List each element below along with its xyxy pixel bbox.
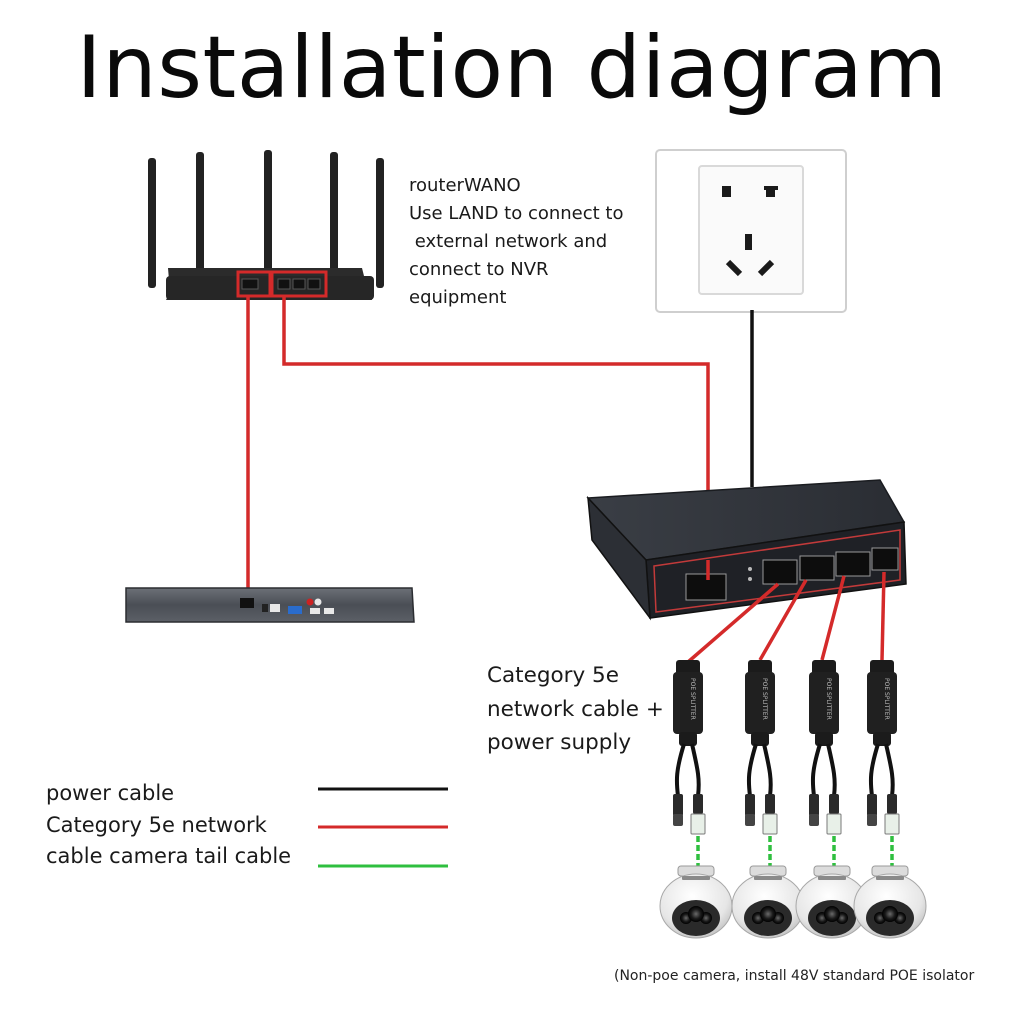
legend-power-cable: power cable — [46, 781, 175, 805]
splitter-camera-unit: POE SPLITTER — [795, 660, 869, 939]
splitter-tail-wires — [745, 743, 778, 835]
dome-camera — [795, 865, 869, 939]
poe-splitter: POE SPLITTER — [867, 660, 897, 746]
router-note-line: routerWANO — [409, 175, 521, 196]
poe-switch — [586, 479, 907, 621]
router-note-line: connect to NVR — [409, 259, 549, 280]
splitter-tail-wires — [673, 743, 706, 835]
splitter-label: POE SPLITTER — [883, 678, 890, 720]
dome-camera — [731, 865, 805, 939]
router-note: routerWANO Use LAND to connect to extern… — [409, 172, 624, 312]
router — [148, 150, 384, 300]
splitter-tail-wires — [867, 743, 900, 835]
router-note-line: Use LAND to connect to — [409, 203, 624, 224]
dome-camera — [659, 865, 733, 939]
splitter-label: POE SPLITTER — [761, 678, 768, 720]
legend-network-cable: Category 5e network — [46, 813, 267, 837]
router-note-line: equipment — [409, 287, 507, 308]
poe-splitter: POE SPLITTER — [673, 660, 703, 746]
network-cables — [246, 296, 710, 598]
page-title: Installation diagram — [76, 18, 948, 118]
dome-camera — [853, 865, 927, 939]
switch-to-splitter-cables — [686, 571, 886, 664]
wall-socket — [655, 149, 847, 313]
cable-note-line: power supply — [487, 730, 632, 755]
splitter-tail-wires — [809, 743, 842, 835]
cable-router-to-switch — [282, 296, 710, 580]
router-note-line: external network and — [409, 231, 608, 252]
cable-note-line: network cable + — [487, 696, 664, 722]
splitter-camera-unit: POE SPLITTER — [853, 660, 927, 939]
legend-swatches — [318, 787, 448, 868]
splitter-label: POE SPLITTER — [689, 678, 696, 720]
poe-splitter: POE SPLITTER — [809, 660, 839, 746]
cable-note-line: Category 5e — [487, 663, 619, 688]
splitter-camera-units: POE SPLITTER POE SPLITTER POE SPLITTER POE … — [659, 660, 927, 939]
splitter-camera-unit: POE SPLITTER — [659, 660, 733, 939]
splitter-label: POE SPLITTER — [825, 678, 832, 720]
footnote: (Non-poe camera, install 48V standard PO… — [614, 968, 975, 984]
splitter-camera-unit: POE SPLITTER — [731, 660, 805, 939]
cable-note: Category 5e network cable + power supply — [487, 659, 664, 760]
poe-splitter: POE SPLITTER — [745, 660, 775, 746]
legend-tail-cable: cable camera tail cable — [46, 844, 292, 868]
nvr-recorder — [125, 587, 415, 623]
